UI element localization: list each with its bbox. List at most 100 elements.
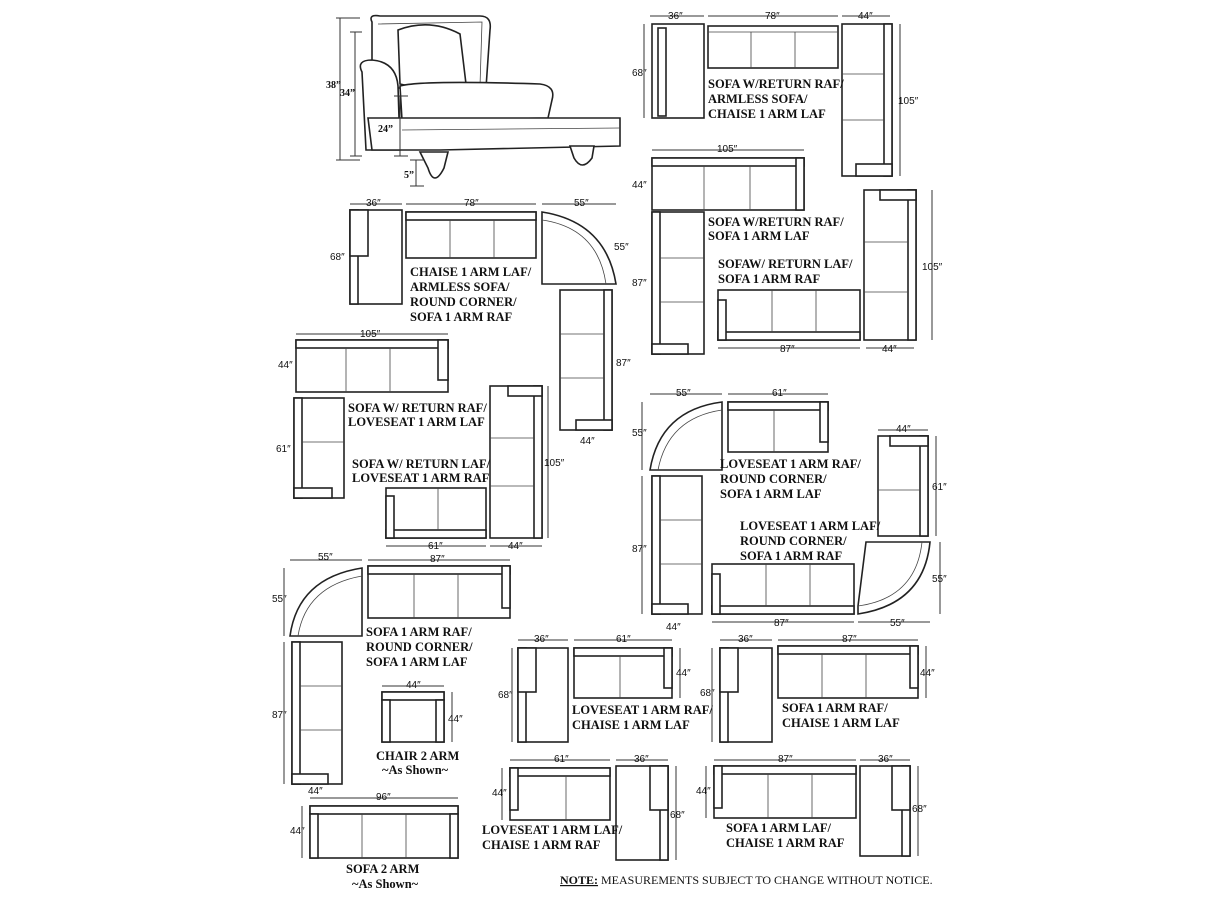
config-loveseat-corner-sofa-b: 44″ 61″ 87″ 55″ 55″ LOVESEAT 1 ARM LAF/ … xyxy=(711,424,947,629)
dim-55: 55″ xyxy=(272,594,287,605)
dim-55: 55″ xyxy=(890,618,905,629)
note-prefix: NOTE: xyxy=(560,873,598,887)
dim-44: 44″ xyxy=(632,180,647,191)
dim-87: 87″ xyxy=(272,710,287,721)
dim-105: 105″ xyxy=(922,262,943,273)
dim-87: 87″ xyxy=(430,554,445,565)
dim-87: 87″ xyxy=(632,544,647,555)
dim-44: 44″ xyxy=(920,668,935,679)
config-label-line: CHAISE 1 ARM RAF xyxy=(482,838,601,852)
config-sofa-return-loveseat: 105″ 44″ 61″ SOFA W/ RETURN RAF/ LOVESEA… xyxy=(276,329,565,552)
config-label-line: SOFA 1 ARM RAF/ xyxy=(782,701,888,715)
dim-55: 55″ xyxy=(318,552,333,563)
height-24-label: 24” xyxy=(378,124,393,135)
dim-105: 105″ xyxy=(717,144,738,155)
height-34-label: 34” xyxy=(340,88,355,99)
config-label-line: SOFA 1 ARM LAF/ xyxy=(726,821,832,835)
dim-36: 36″ xyxy=(738,634,753,645)
dim-61: 61″ xyxy=(276,444,291,455)
config-label-line: CHAISE 1 ARM LAF xyxy=(572,718,690,732)
sofa-side-sketch: 38” 34” 24” 5” xyxy=(326,14,621,187)
config-chaise-sofa-a: 36″ 87″ 68″ 44″ SOFA 1 ARM RAF/ CHAISE 1… xyxy=(700,634,935,743)
dim-87: 87″ xyxy=(842,634,857,645)
config-label-line: SOFA W/RETURN RAF/ xyxy=(708,215,844,229)
height-38-label: 38” xyxy=(326,80,341,91)
dim-61: 61″ xyxy=(428,541,443,552)
config-label-line: SOFA 2 ARM xyxy=(346,862,420,876)
config-label-line: ~As Shown~ xyxy=(382,763,449,777)
config-label-line: LOVESEAT 1 ARM LAF xyxy=(348,415,485,429)
config-label-line: ROUND CORNER/ xyxy=(740,534,847,548)
dim-44: 44″ xyxy=(696,786,711,797)
dim-68: 68″ xyxy=(632,68,647,79)
dim-44: 44″ xyxy=(882,344,897,355)
measurement-note: NOTE: MEASUREMENTS SUBJECT TO CHANGE WIT… xyxy=(560,873,933,887)
config-chaise-loveseat-a: 36″ 61″ 68″ 44″ LOVESEAT 1 ARM RAF/ CHAI… xyxy=(498,634,713,743)
config-label-line: LOVESEAT 1 ARM RAF/ xyxy=(720,457,861,471)
dim-61: 61″ xyxy=(554,754,569,765)
config-label-line: CHAIR 2 ARM xyxy=(376,749,460,763)
dim-44: 44″ xyxy=(580,436,595,447)
config-label-line: ARMLESS SOFA/ xyxy=(410,280,510,294)
dim-61: 61″ xyxy=(616,634,631,645)
dim-44: 44″ xyxy=(508,541,523,552)
dim-87: 87″ xyxy=(780,344,795,355)
dim-96: 96″ xyxy=(376,792,391,803)
dim-78: 78″ xyxy=(464,198,479,209)
dim-87: 87″ xyxy=(778,754,793,765)
config-label-line: SOFA 1 ARM LAF xyxy=(366,655,468,669)
dim-87: 87″ xyxy=(774,618,789,629)
config-sofa-2-arm: 96″ 44″ SOFA 2 ARM ~As Shown~ xyxy=(290,792,459,891)
config-label-line: CHAISE 1 ARM RAF xyxy=(726,836,845,850)
dim-44: 44″ xyxy=(666,622,681,633)
config-label-line: SOFA 1 ARM RAF/ xyxy=(366,625,472,639)
config-label-line: SOFA 1 ARM RAF xyxy=(740,549,843,563)
dim-55: 55″ xyxy=(676,388,691,399)
config-label-line: SOFA W/ RETURN LAF/ xyxy=(352,457,491,471)
dim-68: 68″ xyxy=(330,252,345,263)
config-sofa-return-armless-chaise: 36″ 78″ 44″ 68″ 105″ SOFA W/RETURN RAF/ … xyxy=(632,11,919,177)
config-label-line: CHAISE 1 ARM LAF xyxy=(782,716,900,730)
dim-55: 55″ xyxy=(932,574,947,585)
height-5-label: 5” xyxy=(404,170,414,181)
config-label-line: LOVESEAT 1 ARM LAF/ xyxy=(740,519,881,533)
dim-44: 44″ xyxy=(448,714,463,725)
dim-68: 68″ xyxy=(700,688,715,699)
note-text: MEASUREMENTS SUBJECT TO CHANGE WITHOUT N… xyxy=(598,873,933,887)
config-chair-2-arm: 44″ 44″ CHAIR 2 ARM ~As Shown~ xyxy=(376,680,463,777)
config-label-line: ROUND CORNER/ xyxy=(410,295,517,309)
config-label-line: CHAISE 1 ARM LAF xyxy=(708,107,826,121)
dim-36: 36″ xyxy=(634,754,649,765)
dim-36: 36″ xyxy=(534,634,549,645)
dim-87: 87″ xyxy=(616,358,631,369)
config-label-line: SOFA 1 ARM LAF xyxy=(720,487,822,501)
config-chaise-loveseat-b: 61″ 36″ 44″ 68″ LOVESEAT 1 ARM LAF/ CHAI… xyxy=(482,754,685,861)
dim-44: 44″ xyxy=(858,11,873,22)
dim-68: 68″ xyxy=(670,810,685,821)
config-sofa-return-sofa: 105″ 44″ 87″ SOFA W/RETURN RAF/ SOFA 1 A… xyxy=(632,144,943,355)
config-chaise-sofa-b: 87″ 36″ 44″ 68″ SOFA 1 ARM LAF/ CHAISE 1… xyxy=(696,754,927,857)
dim-44: 44″ xyxy=(308,786,323,797)
dim-36: 36″ xyxy=(366,198,381,209)
dim-44: 44″ xyxy=(290,826,305,837)
config-label-line: SOFA 1 ARM RAF xyxy=(718,272,821,286)
dim-55: 55″ xyxy=(574,198,589,209)
config-label-line: CHAISE 1 ARM LAF/ xyxy=(410,265,532,279)
config-sofa-corner-sofa: 55″ 87″ 55″ 87″ 44″ SOFA 1 ARM RAF/ ROUN… xyxy=(272,552,511,797)
dim-44: 44″ xyxy=(492,788,507,799)
config-label-line: SOFA 1 ARM RAF xyxy=(410,310,513,324)
config-label-line: ~As Shown~ xyxy=(352,877,419,891)
dim-55: 55″ xyxy=(614,242,629,253)
config-label-line: SOFA 1 ARM LAF xyxy=(708,229,810,243)
dim-105: 105″ xyxy=(544,458,565,469)
dim-61: 61″ xyxy=(772,388,787,399)
config-label-line: LOVESEAT 1 ARM RAF xyxy=(352,471,490,485)
config-label-line: ARMLESS SOFA/ xyxy=(708,92,808,106)
config-label-line: ROUND CORNER/ xyxy=(366,640,473,654)
config-chaise-armless-corner-sofa: 36″ 78″ 55″ 68″ 55″ 87″ 44″ CHAISE 1 ARM… xyxy=(330,198,631,447)
dim-55: 55″ xyxy=(632,428,647,439)
dim-44: 44″ xyxy=(278,360,293,371)
dim-105: 105″ xyxy=(898,96,919,107)
dim-44: 44″ xyxy=(406,680,421,691)
